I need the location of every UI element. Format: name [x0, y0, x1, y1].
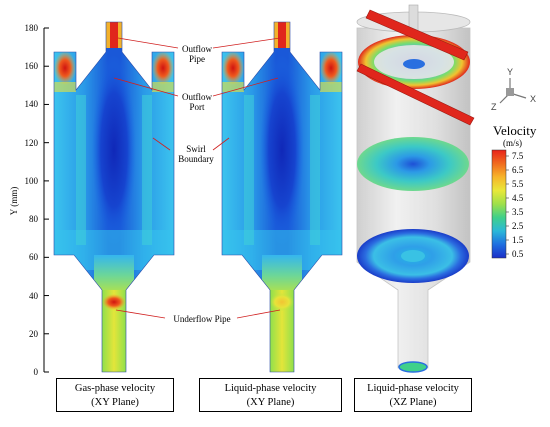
xz-slice-middle: [357, 137, 469, 191]
caption-gas-xy: Gas-phase velocity (XY Plane): [56, 378, 174, 412]
domain-outline: [53, 21, 175, 373]
inlet-right-hot: [320, 51, 342, 85]
cone-region: [262, 255, 302, 295]
annotation-swirl-boundary: Swirl Boundary: [178, 144, 214, 164]
y-tick-label: 80: [29, 214, 38, 225]
high-velocity-spot: [102, 294, 126, 310]
y-tick-label: 40: [29, 290, 38, 301]
annotation-outflow-pipe: Outflow Pipe: [182, 44, 212, 64]
domain-outline: [221, 21, 343, 373]
legend-tick-label: 0.5: [512, 249, 524, 259]
annotation-underflow-pipe: Underflow Pipe: [173, 314, 231, 324]
y-tick-label: 60: [29, 252, 38, 263]
velocity-legend: Velocity (m/s) 7.5 6.5 5.5 4.5 3.5 2.5 1.5 0.5: [491, 123, 537, 259]
contour-field: [54, 22, 174, 372]
high-velocity-spot: [270, 293, 294, 311]
legend-colorbar: [491, 149, 507, 259]
legend-tick-label: 4.5: [512, 193, 524, 203]
caption-liquid-xz-line2: (XZ Plane): [389, 397, 437, 408]
y-tick-label: 140: [24, 99, 39, 110]
inlet-left-hot: [54, 51, 76, 85]
legend-tick-label: 2.5: [512, 221, 524, 231]
legend-tick-label: 5.5: [512, 179, 524, 189]
annotation-outflow-port: Outflow Port: [182, 92, 212, 112]
axis-triad: Y Z X: [491, 67, 536, 112]
y-tick-label: 20: [29, 328, 38, 339]
triad-y-label: Y: [507, 67, 513, 77]
legend-tick-label: 3.5: [512, 207, 524, 217]
outflow-port-slice: [403, 59, 425, 69]
outflow-pipe-field: [278, 22, 286, 48]
y-axis-title: Y (mm): [9, 186, 19, 216]
xz-slice-lower-core: [401, 250, 425, 262]
outflow-pipe-field: [110, 22, 118, 48]
y-tick-label: 100: [24, 175, 39, 186]
caption-liquid-xy-line2: (XY Plane): [246, 397, 295, 408]
caption-liquid-xz-line1: Liquid-phase velocity: [367, 383, 459, 394]
y-tick-label: 0: [33, 367, 39, 377]
inlet-right-hot: [152, 51, 174, 85]
caption-liquid-xz: Liquid-phase velocity (XZ Plane): [354, 378, 472, 412]
contour-field: [222, 22, 342, 372]
caption-liquid-xy: Liquid-phase velocity (XY Plane): [199, 378, 342, 412]
legend-tick-label: 7.5: [512, 151, 524, 161]
low-velocity-core: [92, 55, 136, 245]
annotation-leaders: [113, 37, 281, 319]
y-tick-label: 120: [24, 137, 39, 148]
cone-region: [94, 255, 134, 295]
legend-title: Velocity: [493, 123, 537, 138]
inlet-pipe-upper: [365, 9, 469, 61]
caption-gas-xy-line1: Gas-phase velocity: [74, 383, 156, 394]
low-velocity-core: [260, 55, 304, 245]
underflow-outlet-slice: [398, 361, 428, 373]
gas-phase-xy-contour: [53, 21, 175, 373]
liquid-phase-xz-3d-view: [356, 4, 475, 373]
legend-tick-label: 1.5: [512, 235, 524, 245]
inlet-left-hot: [222, 51, 244, 85]
caption-gas-xy-line2: (XY Plane): [91, 397, 139, 408]
inlet-pipe-lower: [356, 63, 475, 126]
y-tick-label: 160: [24, 61, 39, 72]
y-axis: [43, 27, 49, 373]
caption-liquid-xy-line1: Liquid-phase velocity: [224, 383, 317, 394]
liquid-phase-xy-contour: [221, 21, 343, 373]
legend-tick-label: 6.5: [512, 165, 524, 175]
triad-z-label: Z: [491, 102, 497, 112]
triad-x-label: X: [530, 94, 536, 104]
y-tick-label: 180: [24, 23, 39, 33]
legend-unit: (m/s): [503, 138, 522, 148]
